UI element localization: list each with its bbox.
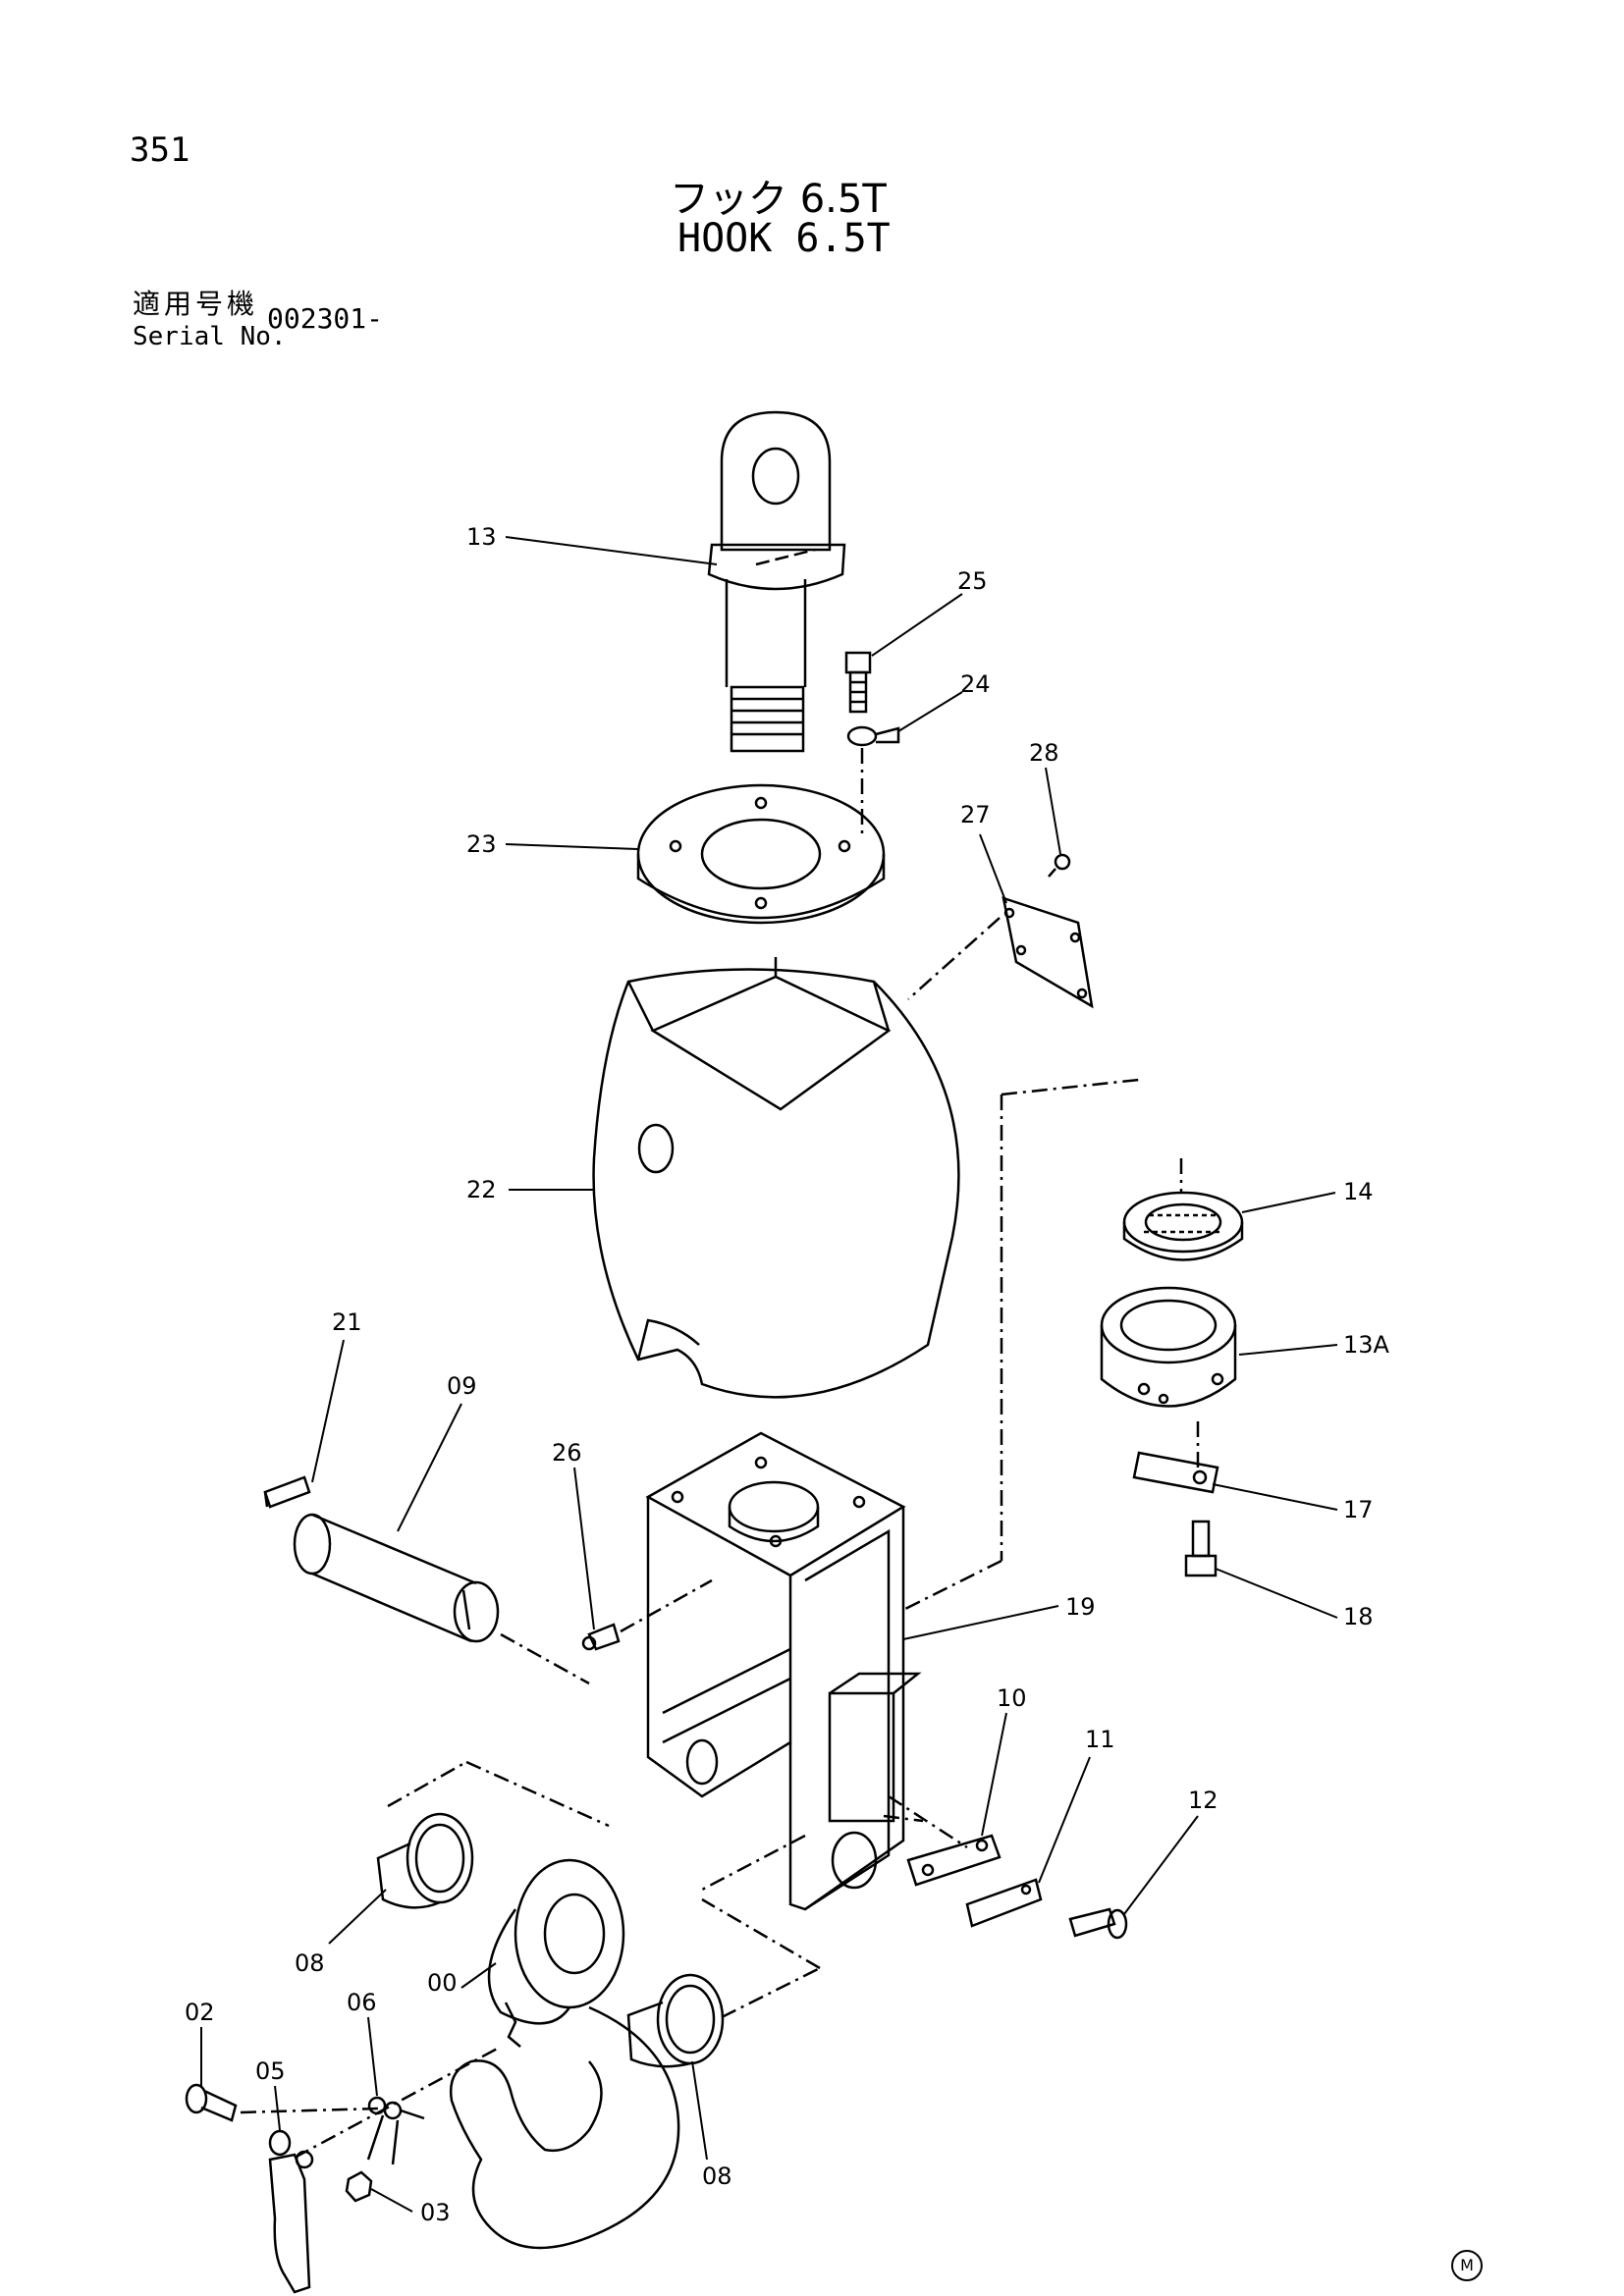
part-22-housing bbox=[592, 957, 960, 1399]
callout-10: 10 bbox=[997, 1684, 1027, 1712]
part-17-lock-plate bbox=[1132, 1451, 1219, 1494]
callout-11: 11 bbox=[1085, 1726, 1115, 1753]
part-28-screw bbox=[1048, 853, 1071, 878]
part-09-pin bbox=[293, 1513, 500, 1643]
part-27-cover-plate bbox=[1001, 896, 1094, 1009]
title-english: HOOK 6.5T bbox=[677, 216, 891, 261]
leader-lines bbox=[200, 536, 1338, 2213]
part-25-bolt bbox=[844, 651, 872, 714]
callout-13: 13 bbox=[466, 523, 497, 551]
callout-28: 28 bbox=[1029, 739, 1059, 767]
callout-27: 27 bbox=[960, 801, 991, 828]
callout-22: 22 bbox=[466, 1176, 497, 1203]
latch-plate bbox=[268, 2150, 314, 2294]
part-02-bolt bbox=[185, 2083, 238, 2122]
part-11-plate bbox=[965, 1878, 1043, 1928]
callout-labels: 13 25 24 28 23 27 22 14 13A 21 09 26 17 … bbox=[185, 523, 1390, 2226]
part-19-hook-frame bbox=[645, 1431, 922, 1911]
callout-13A: 13A bbox=[1343, 1331, 1390, 1359]
part-23-ring-plate bbox=[636, 783, 886, 925]
callout-03: 03 bbox=[420, 2199, 451, 2226]
callout-05: 05 bbox=[255, 2057, 286, 2085]
manufacturer-mark: M bbox=[1451, 2250, 1483, 2281]
callout-24: 24 bbox=[960, 670, 991, 698]
callout-12: 12 bbox=[1188, 1787, 1218, 1814]
callout-17: 17 bbox=[1343, 1496, 1374, 1523]
callout-18: 18 bbox=[1343, 1603, 1374, 1630]
callout-08-left: 08 bbox=[295, 1949, 325, 1977]
callout-00: 00 bbox=[427, 1969, 458, 1997]
part-00-hook bbox=[449, 1858, 680, 2250]
callout-08-right: 08 bbox=[702, 2163, 732, 2190]
part-26-grease-nipple bbox=[581, 1623, 621, 1651]
part-12-bolt bbox=[1068, 1907, 1128, 1940]
serial-number-value: 002301- bbox=[267, 302, 384, 335]
callout-21: 21 bbox=[332, 1308, 362, 1336]
callout-09: 09 bbox=[447, 1372, 477, 1400]
part-14-thrust-bearing bbox=[1122, 1191, 1244, 1261]
part-10-plate bbox=[906, 1834, 1001, 1887]
part-05-washer bbox=[268, 2129, 292, 2157]
part-21-key bbox=[263, 1475, 311, 1509]
callout-19: 19 bbox=[1065, 1593, 1096, 1621]
callout-25: 25 bbox=[957, 567, 988, 595]
part-18-bolt bbox=[1184, 1520, 1218, 1577]
callout-26: 26 bbox=[552, 1439, 582, 1467]
part-24-lock-washer bbox=[846, 725, 900, 747]
part-13A-hook-nut bbox=[1100, 1286, 1237, 1408]
callout-14: 14 bbox=[1343, 1178, 1374, 1205]
part-08-bushing-right bbox=[626, 1973, 725, 2068]
serial-label-japanese: 適用号機 bbox=[133, 288, 259, 320]
part-08-bushing-left bbox=[376, 1812, 474, 1909]
part-13-hook-shank bbox=[707, 410, 846, 753]
part-03-nut bbox=[345, 2170, 373, 2203]
title-japanese: フック 6.5T bbox=[670, 177, 887, 222]
serial-label-english: Serial No. bbox=[133, 322, 287, 351]
callout-23: 23 bbox=[466, 830, 497, 858]
callout-02: 02 bbox=[185, 1999, 215, 2026]
callout-06: 06 bbox=[347, 1989, 377, 2016]
page-number: 351 bbox=[130, 131, 190, 170]
